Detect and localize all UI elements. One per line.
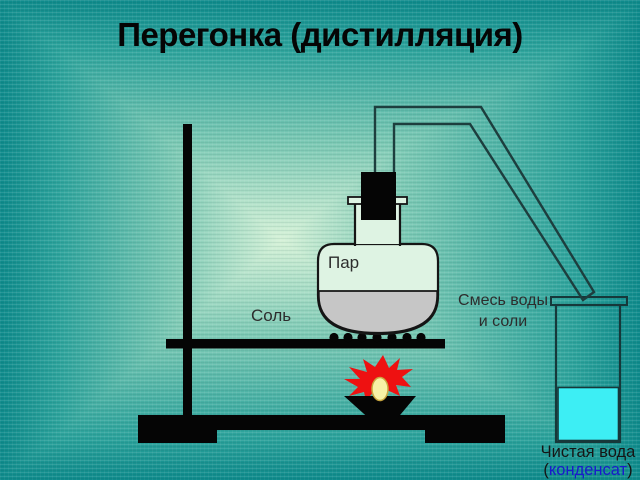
condensate-label: Чистая вода (конденсат): [536, 443, 640, 480]
steam-label: Пар: [328, 253, 360, 272]
delivery-tube: [373, 105, 596, 302]
condensate-line: (конденсат): [536, 460, 640, 480]
support-bumps: [329, 332, 426, 343]
stand-foot-left: [138, 430, 217, 443]
flask-neck: [353, 203, 402, 246]
condensate-link[interactable]: конденсат: [548, 460, 628, 479]
stand-foot-right: [425, 430, 505, 443]
stand-pole: [183, 124, 192, 416]
beaker-body: [554, 303, 622, 444]
slide-title: Перегонка (дистилляция): [117, 16, 523, 53]
paren-close: ): [627, 460, 633, 479]
stand-base: [138, 415, 505, 430]
pure-water-text: Чистая вода: [540, 443, 636, 461]
mixture-label: Смесь воды и соли: [458, 292, 548, 330]
burner-dish: [344, 396, 416, 418]
stopper: [361, 172, 396, 220]
salt-label: Соль: [251, 306, 292, 325]
flame-core: [371, 376, 389, 402]
beaker-rim: [550, 296, 628, 306]
paren-open: (: [543, 460, 549, 479]
flask-liquid-mixture: [317, 290, 439, 334]
stand-ring-arm: [166, 339, 445, 349]
beaker-condensate-liquid: [557, 386, 620, 442]
